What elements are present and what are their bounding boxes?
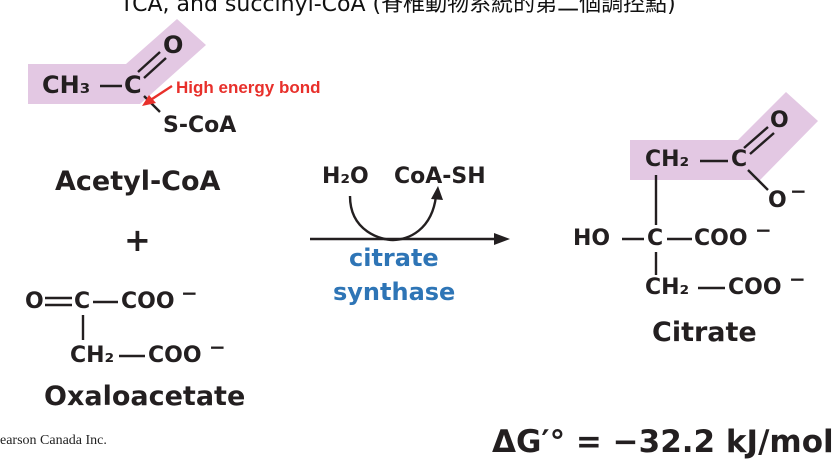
citrate-ho: HO xyxy=(573,226,611,251)
plus-sign: + xyxy=(124,221,151,259)
oxalo-carbonyl-o: O xyxy=(25,289,44,314)
oxalo-minus-1: − xyxy=(181,281,198,305)
oxalo-c: C xyxy=(74,289,91,314)
c-o-double-bond-1 xyxy=(137,51,161,73)
coash-arrow-head xyxy=(431,186,443,200)
acetyl-coa-label: Acetyl-CoA xyxy=(55,166,221,197)
acetyl-scoa: S-CoA xyxy=(163,113,237,138)
header-fragment: TCA, and succinyl-CoA (脊椎動物系統的第二個調控點) xyxy=(120,0,676,17)
citrate-c-center: C xyxy=(647,226,664,251)
acetyl-derived-highlight xyxy=(630,92,818,180)
coash-label: CoA-SH xyxy=(394,164,486,189)
acetyl-group-highlight xyxy=(28,19,206,104)
citrate-c-top: C xyxy=(731,147,748,172)
oxaloacetate-label: Oxaloacetate xyxy=(44,381,246,412)
enzyme-name-line1: citrate xyxy=(349,244,439,272)
copyright-credit: earson Canada Inc. xyxy=(0,433,107,448)
c-o-double-bond-2 xyxy=(143,57,167,79)
citrate-label: Citrate xyxy=(652,317,757,348)
citrate-o-minus: O xyxy=(768,188,787,213)
reaction-arrow-head xyxy=(494,233,510,245)
high-energy-arrow-head xyxy=(142,95,156,106)
free-energy-change: ΔG′° = −32.2 kJ/mol xyxy=(492,424,833,460)
citrate-o-top: O xyxy=(770,108,789,133)
citrate-ch2-bottom: CH₂ xyxy=(645,275,690,300)
high-energy-arrow-line xyxy=(148,84,173,103)
c-o-double-bond-b xyxy=(749,132,775,155)
acetyl-ch3: CH₃ xyxy=(42,71,91,99)
oxalo-coo-1: COO xyxy=(121,289,175,314)
citrate-ch2-top: CH₂ xyxy=(645,147,690,172)
oxalo-coo-2: COO xyxy=(148,343,202,368)
citrate-o-minus-sign: − xyxy=(790,179,807,203)
c-ominus-bond xyxy=(747,169,769,191)
acetyl-carbonyl-o: O xyxy=(163,31,184,59)
enzyme-name-line2: synthase xyxy=(333,278,456,306)
high-energy-bond-label: High energy bond xyxy=(176,78,321,97)
acetyl-carbonyl-c: C xyxy=(124,71,142,99)
citrate-coo-mid: COO xyxy=(694,226,748,251)
oxalo-minus-2: − xyxy=(209,335,226,359)
c-o-double-bond-a xyxy=(743,126,769,149)
citrate-minus-bottom: − xyxy=(789,267,806,291)
citrate-coo-bottom: COO xyxy=(728,275,782,300)
citrate-minus-mid: − xyxy=(755,218,772,242)
water-label: H₂O xyxy=(322,164,369,189)
oxalo-ch2: CH₂ xyxy=(70,343,115,368)
h2o-coash-curve xyxy=(348,195,438,242)
